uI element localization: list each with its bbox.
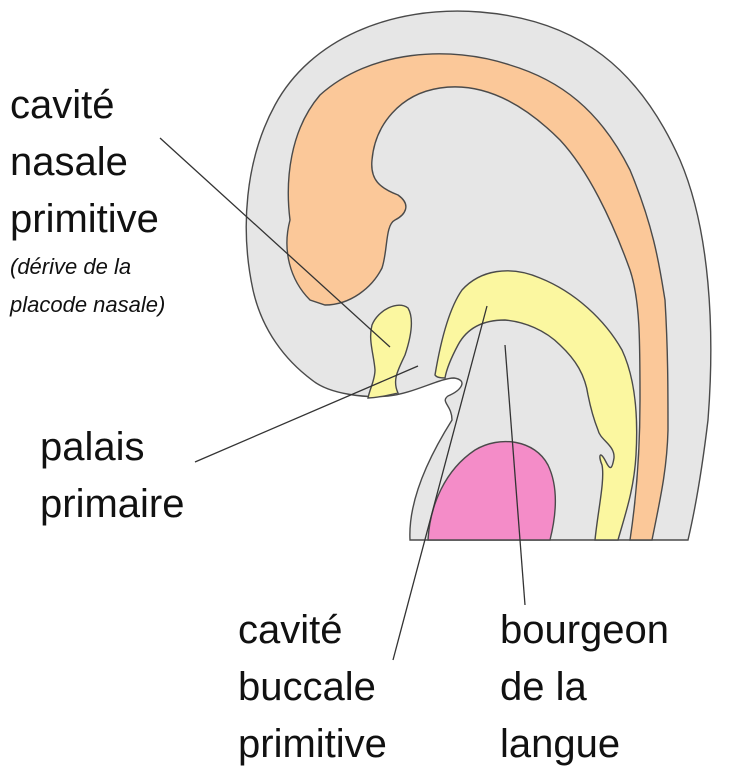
label-tongue-bud: bourgeon de la langue bbox=[500, 608, 680, 766]
label-nasal-cavity: cavité nasale primitive bbox=[10, 83, 159, 241]
label-oral-cavity: cavité buccale primitive bbox=[238, 608, 387, 766]
label-nasal-cavity-note: (dérive de la placode nasale) bbox=[9, 254, 165, 317]
label-primary-palate: palais primaire bbox=[40, 425, 184, 526]
leader-primary-palate bbox=[195, 366, 418, 462]
